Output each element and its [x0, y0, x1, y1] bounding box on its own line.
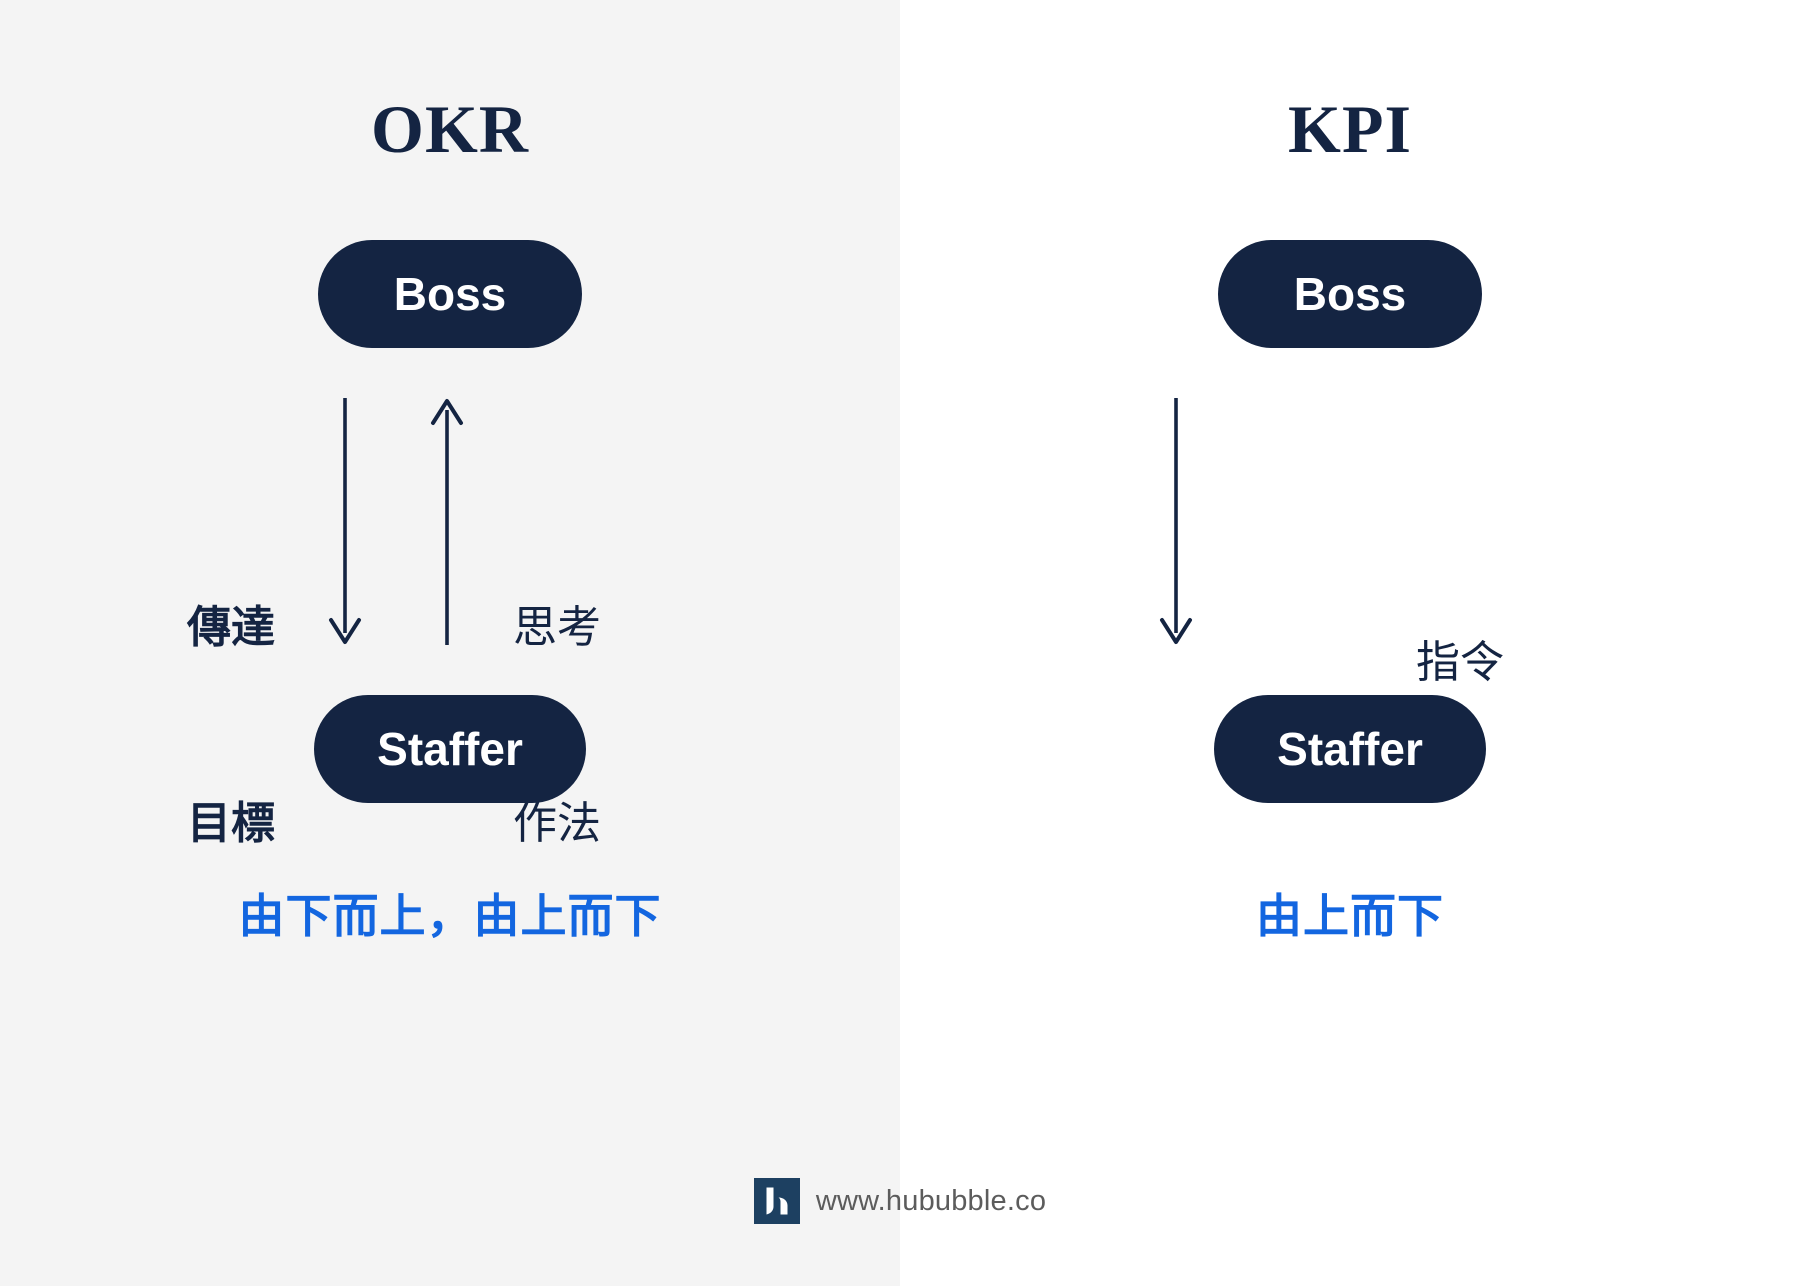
flow-label-okr-down-line1: 傳達: [187, 603, 275, 653]
node-boss-okr-label: Boss: [393, 268, 507, 320]
flow-label-okr-up-line2: 作法: [513, 798, 601, 848]
arrow-up-okr: [431, 399, 463, 645]
flow-label-kpi-down-line1: 指令: [1416, 638, 1504, 688]
panel-title-kpi: KPI: [1288, 91, 1412, 167]
node-staffer-okr-label: Staffer: [377, 723, 523, 775]
node-staffer-okr: Staffer: [314, 695, 586, 803]
caption-okr: 由下而上，由上而下: [0, 880, 900, 946]
node-boss-okr: Boss: [318, 240, 582, 348]
caption-kpi: 由上而下: [900, 880, 1800, 946]
flow-label-okr-up-line1: 思考: [513, 603, 601, 653]
panel-title-okr: OKR: [371, 91, 529, 167]
flow-label-okr-down: 傳達 目標: [187, 465, 275, 986]
node-boss-kpi: Boss: [1218, 240, 1482, 348]
flow-label-okr-down-line2: 目標: [187, 798, 275, 848]
node-staffer-kpi: Staffer: [1214, 695, 1486, 803]
background-panel-right: [900, 0, 1800, 1286]
hububble-logo-icon: [753, 1178, 800, 1224]
arrow-down-kpi: [1160, 398, 1192, 644]
footer: www.hububble.co: [0, 1178, 1800, 1224]
panel-okr: OKR Boss 傳達 目標 思考 作法 Staffer: [0, 91, 900, 986]
footer-url[interactable]: www.hububble.co: [815, 1184, 1047, 1217]
caption-okr-text: 由下而上，由上而下: [238, 890, 662, 942]
arrow-down-okr: [329, 398, 361, 644]
node-boss-kpi-label: Boss: [1293, 268, 1407, 320]
flow-arrows-kpi: [1160, 398, 1192, 644]
panel-kpi: KPI Boss 指令 Staffer 由上而下: [900, 0, 1800, 1286]
flow-label-kpi-down: 指令: [1416, 500, 1504, 826]
flow-arrows-okr: [329, 398, 463, 645]
node-staffer-kpi-label: Staffer: [1277, 723, 1423, 775]
flow-label-okr-up: 思考 作法: [513, 465, 601, 986]
caption-kpi-text: 由上而下: [1256, 890, 1444, 942]
background-panel-left: [0, 0, 900, 1286]
